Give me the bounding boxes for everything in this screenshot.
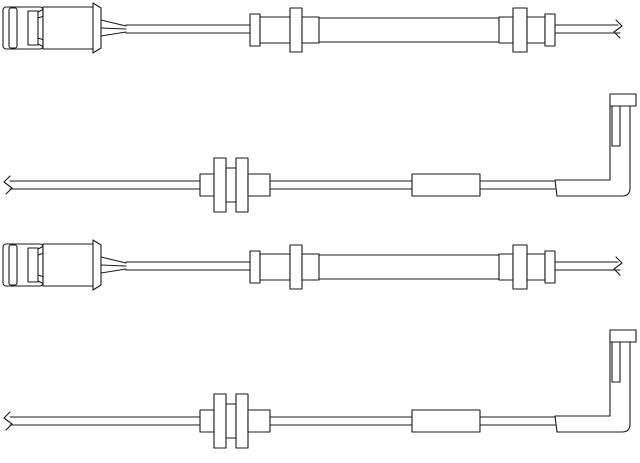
cable-end-break-icon bbox=[554, 19, 623, 39]
sensor-4-probe-type bbox=[3, 329, 637, 449]
grommet-right-icon bbox=[498, 7, 556, 53]
mounting-clip-icon bbox=[199, 157, 271, 213]
cable-line bbox=[125, 261, 251, 271]
grommet-left-icon bbox=[249, 244, 320, 290]
l-bend-probe-icon bbox=[554, 329, 637, 433]
cable-end-break-icon bbox=[554, 256, 623, 276]
grommet-right-icon bbox=[498, 244, 556, 290]
cable-line bbox=[479, 180, 556, 190]
plug-connector-icon bbox=[2, 239, 127, 291]
sleeve-icon bbox=[411, 409, 481, 433]
sensor-2-probe-type bbox=[3, 93, 637, 213]
l-bend-probe-icon bbox=[554, 93, 637, 197]
cable-sleeve bbox=[318, 254, 500, 280]
cable-line bbox=[269, 180, 413, 190]
grommet-left-icon bbox=[249, 7, 320, 53]
cable-line bbox=[479, 416, 556, 426]
sensor-3-connector-type bbox=[2, 239, 623, 291]
mounting-clip-icon bbox=[199, 393, 271, 449]
cable-break-icon bbox=[3, 411, 201, 431]
plug-connector-icon bbox=[2, 2, 127, 54]
cable-line bbox=[125, 24, 251, 34]
sleeve-icon bbox=[411, 173, 481, 197]
sensor-1-connector-type bbox=[2, 2, 623, 54]
cable-sleeve bbox=[318, 17, 500, 43]
cable-line bbox=[269, 416, 413, 426]
cable-break-icon bbox=[3, 175, 201, 195]
